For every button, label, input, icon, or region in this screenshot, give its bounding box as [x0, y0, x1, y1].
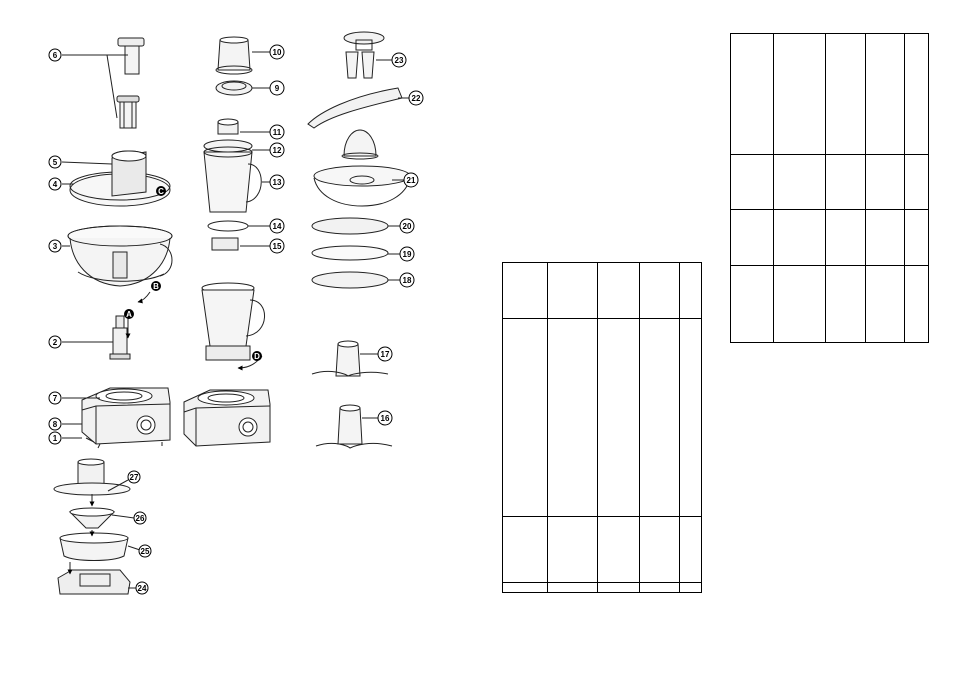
svg-text:23: 23 [395, 56, 404, 65]
twin-beater-illustration [343, 31, 385, 79]
callout-25: 25 [138, 544, 152, 558]
step-label-D: D [252, 351, 262, 361]
callout-2: 2 [48, 335, 62, 349]
assembled-blender-illustration [201, 282, 265, 361]
step-label-C: C [156, 186, 166, 196]
callout-9: 9 [269, 80, 285, 96]
motor-base-illustration [81, 387, 171, 449]
callout-18: 18 [399, 272, 415, 288]
svg-text:10: 10 [273, 48, 282, 57]
callout-13: 13 [269, 174, 285, 190]
callout-6: 6 [48, 48, 62, 62]
table-row [730, 209, 929, 266]
svg-text:4: 4 [53, 180, 58, 189]
svg-text:5: 5 [53, 158, 58, 167]
callout-4: 4 [48, 177, 62, 191]
callout-14: 14 [269, 218, 285, 234]
svg-text:16: 16 [381, 414, 390, 423]
svg-text:9: 9 [275, 84, 280, 93]
slicing-disc-illustration [311, 245, 389, 261]
svg-text:27: 27 [130, 473, 139, 482]
svg-text:15: 15 [273, 242, 282, 251]
svg-text:A: A [126, 310, 132, 319]
svg-text:7: 7 [53, 394, 58, 403]
callout-11: 11 [269, 124, 285, 140]
table-row [502, 262, 702, 319]
spec-table-right [730, 33, 929, 343]
svg-text:8: 8 [53, 420, 58, 429]
table-row [730, 154, 929, 210]
table-row [730, 33, 929, 155]
step-label-B: B [151, 281, 161, 291]
callout-17: 17 [377, 346, 393, 362]
svg-text:2: 2 [53, 338, 58, 347]
callout-21: 21 [403, 172, 419, 188]
callout-12: 12 [269, 142, 285, 158]
table-row [730, 265, 929, 343]
table-row [502, 582, 702, 593]
svg-text:D: D [254, 352, 260, 361]
dough-blade-illustration [315, 404, 393, 449]
mill-cup-illustration [215, 36, 253, 96]
lid-feed-tube-illustration [69, 150, 171, 207]
callout-8: 8 [48, 417, 62, 431]
svg-text:3: 3 [53, 242, 58, 251]
svg-text:C: C [158, 187, 164, 196]
step-label-A: A [124, 309, 134, 319]
svg-text:26: 26 [136, 514, 145, 523]
svg-text:20: 20 [403, 222, 412, 231]
spindle-illustration [109, 315, 131, 360]
svg-text:13: 13 [273, 178, 282, 187]
svg-text:25: 25 [141, 547, 150, 556]
svg-text:11: 11 [273, 128, 282, 137]
callout-16-dough: 16 [377, 410, 393, 426]
callout-7: 7 [48, 391, 62, 405]
callout-23: 23 [391, 52, 407, 68]
bowl-illustration [67, 225, 173, 287]
table-row [502, 318, 702, 517]
callout-24: 24 [135, 581, 149, 595]
svg-text:21: 21 [407, 176, 416, 185]
svg-text:1: 1 [53, 434, 58, 443]
callout-5: 5 [48, 155, 62, 169]
step-arrow-labels: A B C D [124, 186, 262, 361]
callout-3: 3 [48, 239, 62, 253]
grating-disc-illustration [311, 217, 389, 235]
svg-text:6: 6 [53, 51, 58, 60]
blender-jug-illustration [203, 118, 262, 251]
callout-1: 1 [48, 431, 62, 445]
chopping-blade-illustration [311, 340, 389, 377]
svg-text:24: 24 [138, 584, 147, 593]
callout-22: 22 [408, 90, 424, 106]
callout-markers: 6 5 4 3 2 7 8 1 10 9 11 12 13 14 15 23 2… [48, 44, 424, 595]
juicer-assembly-illustration [53, 458, 131, 595]
callout-15-blender: 15 [269, 238, 285, 254]
callout-10: 10 [269, 44, 285, 60]
callout-27: 27 [127, 470, 141, 484]
motor-base-assembled-illustration [183, 389, 271, 447]
svg-text:14: 14 [273, 222, 282, 231]
citrus-press-illustration [313, 129, 411, 207]
table-row [502, 516, 702, 583]
callout-20: 20 [399, 218, 415, 234]
svg-text:18: 18 [403, 276, 412, 285]
svg-text:B: B [153, 282, 159, 291]
spatula-illustration [307, 87, 403, 129]
callout-19: 19 [399, 246, 415, 262]
food-pusher-illustration [116, 37, 145, 129]
svg-text:17: 17 [381, 350, 390, 359]
svg-text:12: 12 [273, 146, 282, 155]
svg-text:19: 19 [403, 250, 412, 259]
shredding-disc-illustration [311, 271, 389, 289]
svg-text:22: 22 [412, 94, 421, 103]
callout-26: 26 [133, 511, 147, 525]
spec-table-left [502, 262, 702, 593]
